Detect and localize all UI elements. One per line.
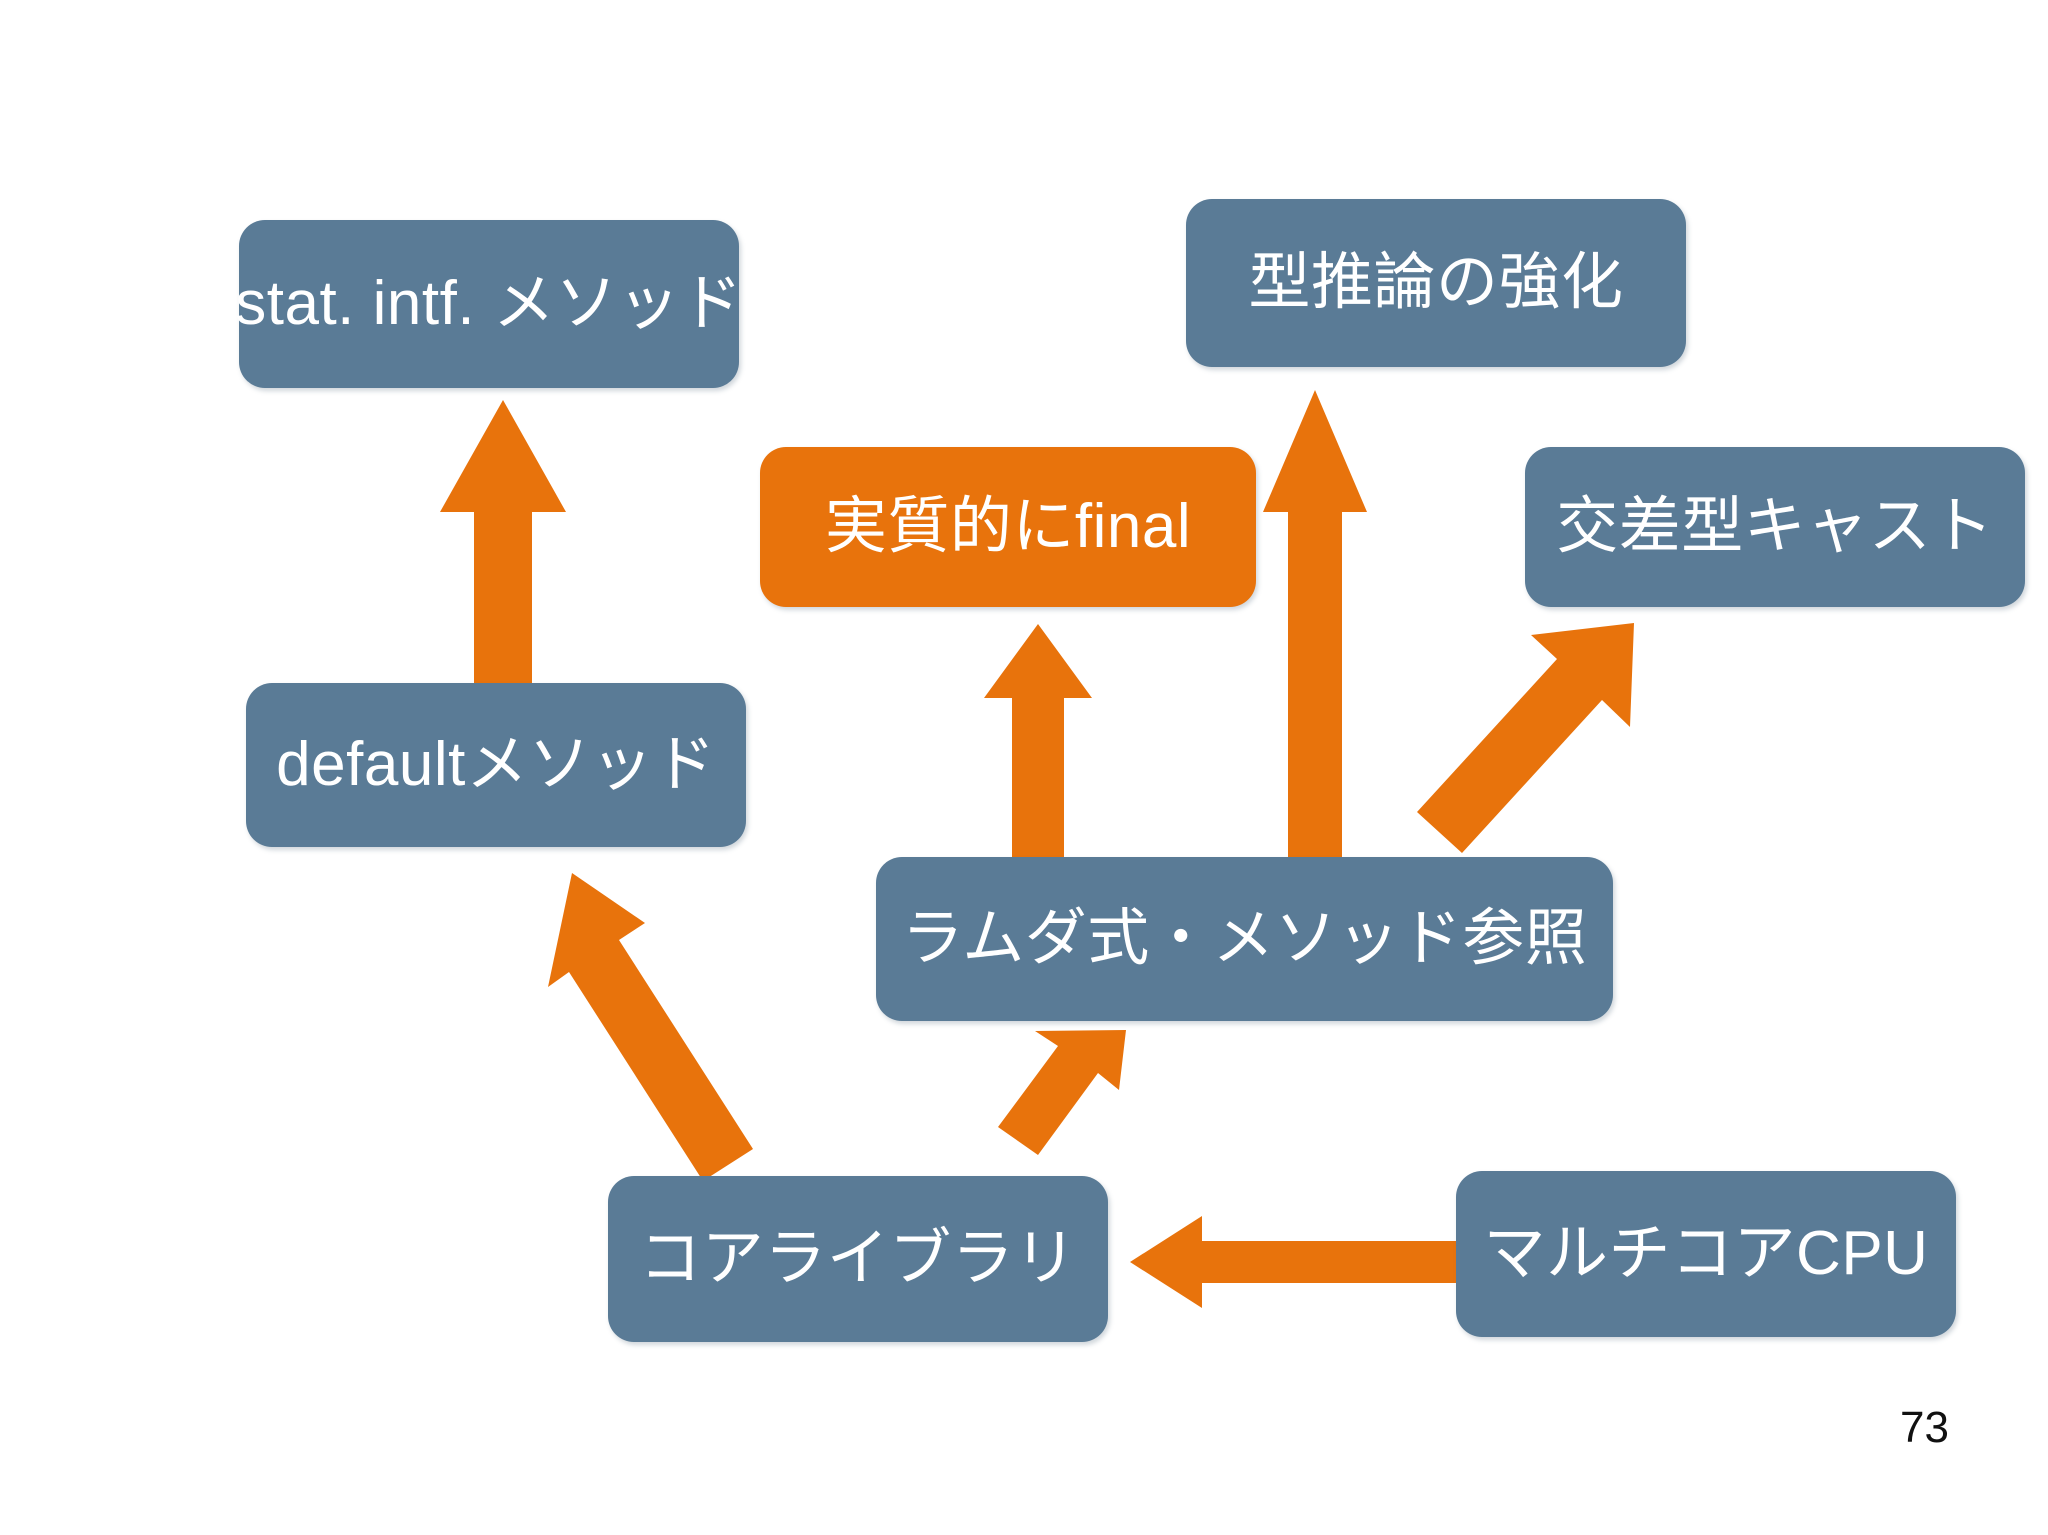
arrow-core-library-to-lambda [980,1025,1170,1185]
arrow-lambda-to-intersection-cast [1405,620,1655,870]
arrow-default-to-static-interface [438,400,568,690]
node-lambda-method-reference[interactable]: ラムダ式・メソッド参照 [876,857,1613,1021]
node-label-intersection-cast: 交差型キャスト [1556,491,1994,561]
node-label-static-interface-method: stat. intf. メソッド [235,268,743,338]
arrow-core-library-to-default-method [548,855,788,1185]
node-label-default-method: defaultメソッド [276,729,716,799]
node-label-effectively-final: 実質的にfinal [824,491,1192,561]
node-intersection-cast[interactable]: 交差型キャスト [1525,447,2025,607]
node-core-library[interactable]: コアライブラリ [608,1176,1108,1342]
node-static-interface-method[interactable]: stat. intf. メソッド [235,220,742,388]
node-label-core-library: コアライブラリ [639,1223,1077,1293]
node-label-type-inference: 型推論の強化 [1248,247,1624,317]
node-type-inference[interactable]: 型推論の強化 [1186,199,1686,367]
node-label-multicore-cpu: マルチコアCPU [1483,1218,1929,1288]
page-number: 73 [1900,1403,1949,1452]
node-effectively-final[interactable]: 実質的にfinal [760,447,1256,607]
node-label-lambda-method-reference: ラムダ式・メソッド参照 [901,903,1588,973]
arrow-multicore-to-core-library [1130,1212,1460,1312]
node-default-method[interactable]: defaultメソッド [246,683,746,847]
arrow-lambda-to-effectively-final [980,624,1100,864]
node-multicore-cpu[interactable]: マルチコアCPU [1456,1171,1956,1337]
arrow-lambda-to-type-inference [1255,390,1380,860]
